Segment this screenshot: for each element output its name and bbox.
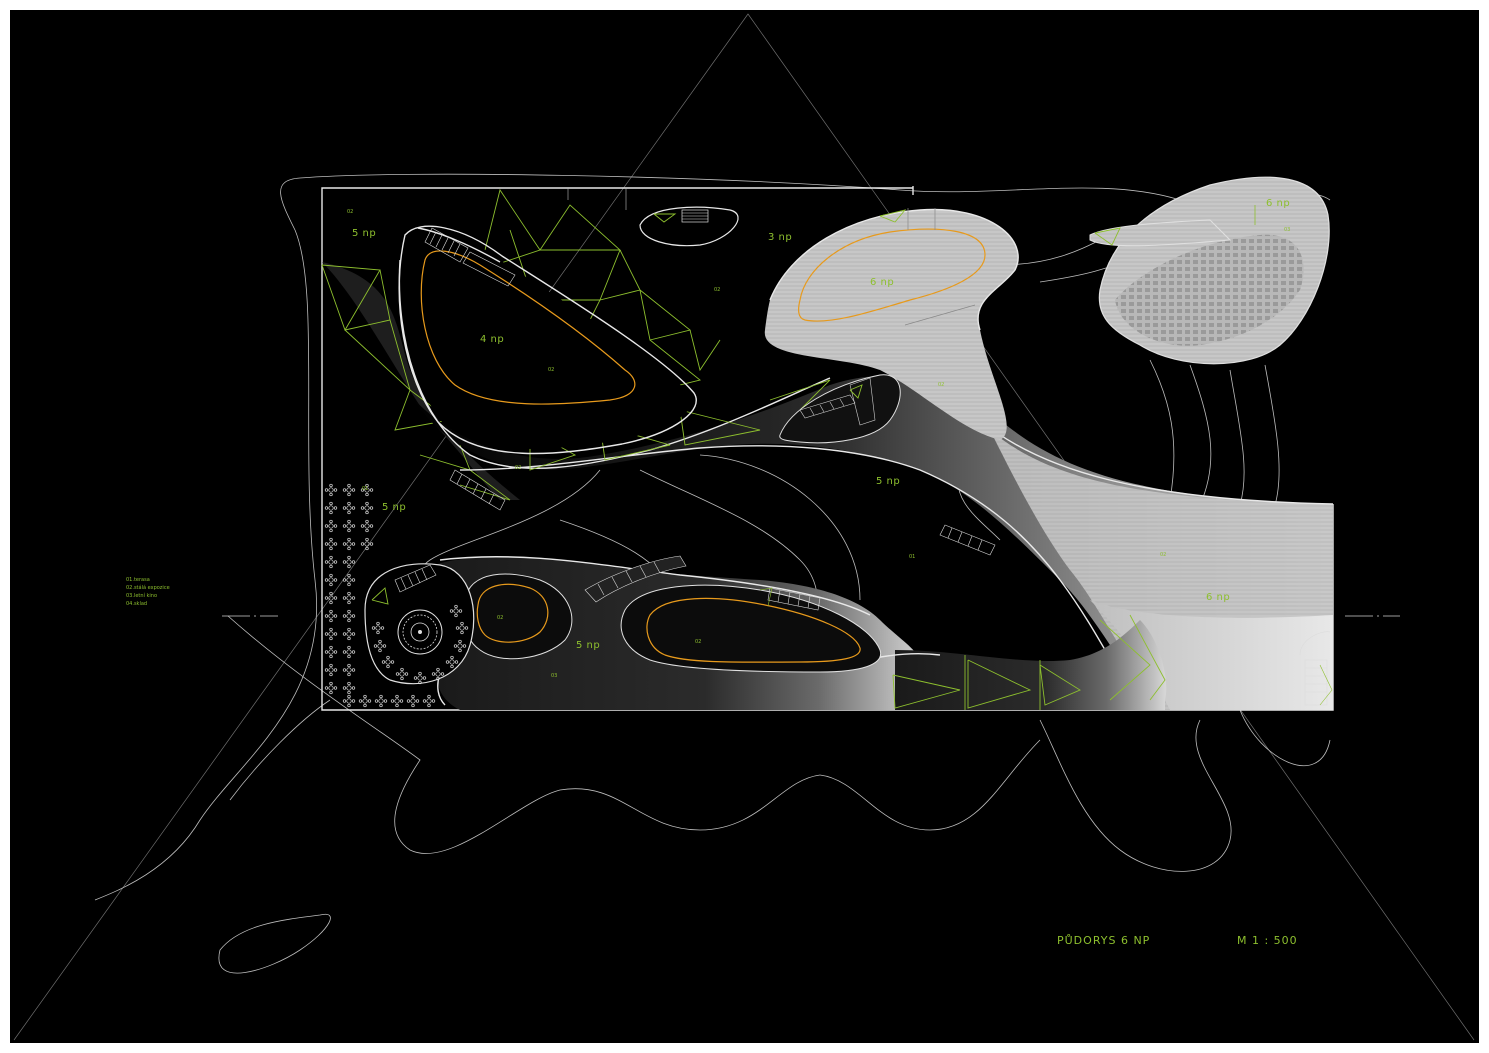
table-symbol	[413, 671, 427, 685]
right-light-floor	[1090, 600, 1333, 710]
table-symbol	[342, 663, 356, 677]
table-symbol	[360, 519, 374, 533]
table-symbol	[342, 501, 356, 515]
table-symbol	[381, 655, 395, 669]
band-right-wall	[979, 419, 1334, 505]
table-symbol	[395, 667, 409, 681]
table-symbol	[373, 639, 387, 653]
table-symbol	[342, 591, 356, 605]
upper-band-fill	[410, 376, 1333, 710]
room-number: 03	[1284, 227, 1290, 233]
table-symbol	[342, 609, 356, 623]
level-label: 5 np	[352, 228, 376, 239]
table-symbol	[449, 604, 463, 618]
terrace-truss-lower	[892, 614, 1166, 710]
table-symbol	[358, 694, 372, 708]
table-symbol	[342, 681, 356, 695]
left-terrace-zone	[322, 262, 520, 500]
legend-item: 03.letní kino	[126, 592, 157, 599]
table-symbol	[342, 519, 356, 533]
legend-item: 04.sklad	[126, 601, 147, 607]
level-label: 4 np	[480, 334, 504, 345]
room-number: 02	[1160, 552, 1166, 558]
table-symbol	[371, 621, 385, 635]
band-lower-wall	[459, 445, 1141, 711]
table-symbol	[324, 681, 338, 695]
cinema-blob	[1089, 176, 1330, 365]
lower-stairs	[584, 524, 996, 611]
table-symbol	[324, 501, 338, 515]
level-label: 5 np	[876, 476, 900, 487]
cafe-rotunda	[364, 563, 475, 685]
room-number: 01	[362, 486, 368, 492]
room-number: 02	[714, 287, 720, 293]
top-lens	[567, 188, 739, 247]
room-number: 02	[548, 367, 554, 373]
lower-void-right	[620, 584, 882, 673]
level-label: 6 np	[870, 277, 894, 288]
table-grid	[324, 483, 469, 708]
table-symbol	[453, 639, 467, 653]
room-number: 02	[938, 382, 944, 388]
stair-lower-left	[449, 469, 506, 511]
table-symbol	[422, 694, 436, 708]
table-symbol	[342, 537, 356, 551]
table-symbol	[324, 573, 338, 587]
blob-6np-center	[764, 208, 1019, 440]
band-upper-wall	[398, 259, 831, 470]
table-symbol	[342, 645, 356, 659]
table-symbol	[324, 591, 338, 605]
table-symbol	[324, 663, 338, 677]
table-symbol	[455, 621, 469, 635]
legend: 01.terasa 02.stálá expozice 03.letní kin…	[126, 577, 170, 607]
stair-right-edge	[1299, 631, 1333, 706]
table-symbol	[324, 519, 338, 533]
contour-4np	[420, 250, 636, 405]
table-symbol	[406, 694, 420, 708]
legend-item: 02.stálá expozice	[126, 584, 170, 591]
level-label: 5 np	[576, 640, 600, 651]
table-symbol	[324, 645, 338, 659]
table-symbol	[342, 694, 356, 708]
table-symbol	[342, 483, 356, 497]
table-symbol	[342, 555, 356, 569]
contour-6np-center	[797, 228, 986, 322]
drawing-scale: M 1 : 500	[1237, 934, 1298, 947]
contour-lower-right	[646, 597, 861, 663]
room-number: 02	[695, 639, 701, 645]
table-symbol	[360, 537, 374, 551]
level-labels: 5 np 3 np 4 np 5 np 5 np 5 np 6 np 6 np …	[352, 198, 1290, 651]
room-number: 03	[551, 673, 557, 679]
table-symbol	[390, 694, 404, 708]
level-label: 3 np	[768, 232, 792, 243]
stair-lens-center	[779, 374, 901, 444]
table-symbol	[342, 573, 356, 587]
table-symbol	[360, 483, 374, 497]
level-label: 6 np	[1266, 198, 1290, 209]
lower-void-left	[463, 573, 573, 660]
table-symbol	[360, 501, 374, 515]
room-number: 02	[515, 465, 521, 471]
drawing-title: PŮDORYS 6 NP	[1057, 934, 1150, 947]
room-number: 02	[347, 209, 353, 215]
table-symbol	[324, 627, 338, 641]
contour-lower-left	[476, 583, 549, 643]
table-symbol	[342, 627, 356, 641]
table-symbol	[431, 667, 445, 681]
table-symbol	[324, 483, 338, 497]
table-symbol	[324, 555, 338, 569]
room-number: 01	[909, 554, 915, 560]
void-4np	[398, 225, 697, 455]
legend-item: 01.terasa	[126, 577, 150, 583]
table-symbol	[324, 609, 338, 623]
level-label: 6 np	[1206, 592, 1230, 603]
table-symbol	[445, 655, 459, 669]
room-labels: 02 02 02 01 02 01 02 02 02 03 02 03	[347, 209, 1290, 679]
table-symbol	[374, 694, 388, 708]
level-label: 5 np	[382, 502, 406, 513]
table-symbol	[324, 537, 338, 551]
room-number: 02	[497, 615, 503, 621]
stair-upper-left	[424, 227, 516, 287]
